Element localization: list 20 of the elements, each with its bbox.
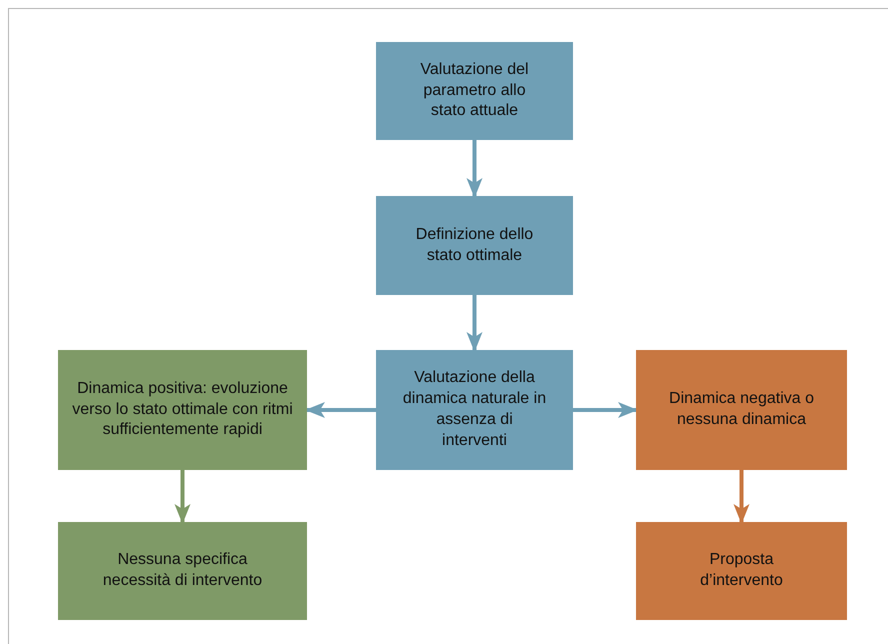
process-box — [376, 42, 573, 140]
process-box — [376, 350, 573, 470]
process-box — [636, 350, 847, 470]
box-text: Valutazione della dinamica naturale in assenza di interventi — [402, 368, 547, 451]
box-text: Dinamica negativa o nessuna dinamica — [668, 389, 815, 430]
box-text: Definizione dello stato ottimale — [414, 224, 534, 266]
process-box — [636, 522, 847, 620]
arrow — [466, 140, 482, 198]
arrow — [734, 470, 750, 524]
box-text: Valutazione del parametro allo stato attuale — [419, 60, 530, 122]
box-text: Proposta d’intervento — [699, 550, 784, 591]
arrow — [466, 295, 482, 352]
arrow — [174, 470, 190, 524]
box-text: Nessuna specifica necessità di intervento — [102, 550, 264, 591]
arrow — [305, 402, 376, 418]
process-box — [376, 196, 573, 295]
box-text: Dinamica positiva: evoluzione verso lo stato ottimale con ritmi sufficientemente rapidi — [72, 378, 293, 440]
arrow — [573, 402, 638, 418]
process-box — [58, 522, 307, 620]
process-box — [58, 350, 307, 470]
